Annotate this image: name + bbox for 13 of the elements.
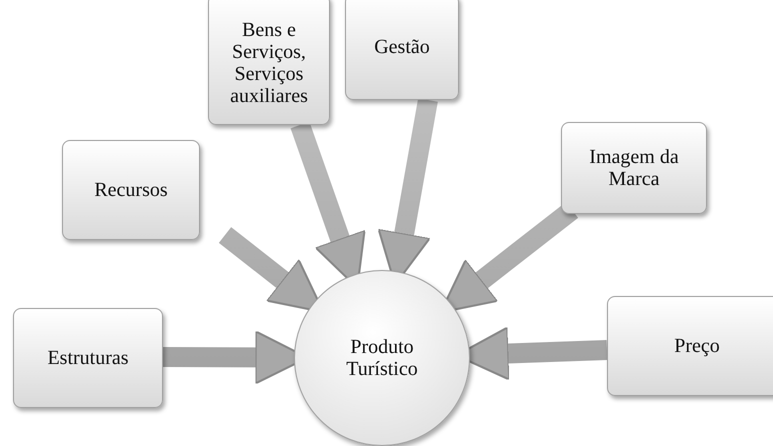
rounded-box (345, 0, 459, 100)
rounded-box (561, 122, 707, 214)
node-label: Estruturas (47, 347, 129, 369)
node-label: Recursos (94, 179, 168, 201)
rounded-box (607, 296, 773, 396)
node-label: Gestão (374, 36, 430, 58)
node-label: Bens e Serviços, Serviços auxiliares (229, 18, 309, 106)
rounded-box (13, 308, 163, 408)
node-label: Imagem da Marca (588, 146, 680, 190)
rounded-box (208, 0, 330, 125)
rounded-box (62, 140, 200, 240)
node-label: Produto Turístico (345, 336, 419, 380)
node-label: Preço (674, 335, 720, 357)
